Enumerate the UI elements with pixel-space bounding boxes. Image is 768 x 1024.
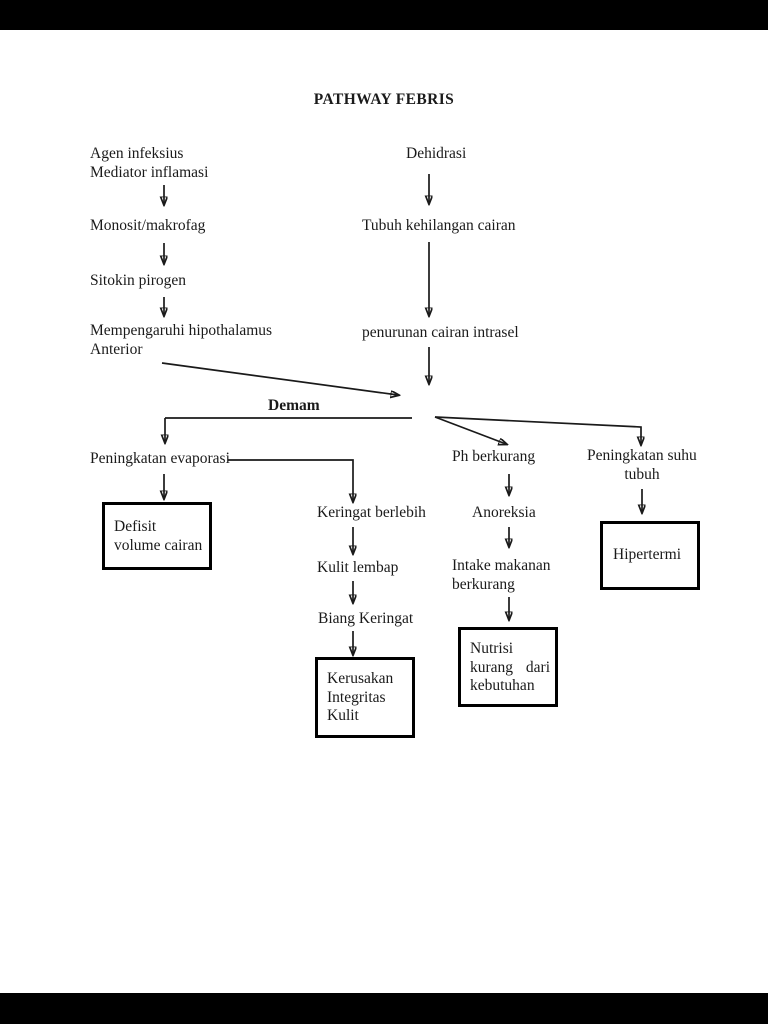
node-dehidrasi: Dehidrasi [406, 145, 467, 162]
node-intake-makanan: Intake makanan berkurang [452, 556, 551, 594]
box-defisit-line1: Defisit [114, 518, 157, 535]
letterbox-bottom [0, 993, 768, 1024]
node-tubuh-kehilangan-cairan: Tubuh kehilangan cairan [362, 217, 516, 234]
box-nutrisi-line2: kurang dari [470, 658, 551, 676]
arrow-anterior-to-demam [161, 362, 398, 395]
box-hipertermi: Hipertermi [600, 521, 700, 590]
box-hipertermi-label: Hipertermi [613, 546, 682, 564]
box-nutrisi-kurang-dari-kebutuhan: Nutrisi kurang dari kebutuhan [458, 627, 558, 707]
node-anoreksia: Anoreksia [472, 504, 536, 521]
node-kulit-lembap: Kulit lembap [317, 559, 399, 576]
node-agen-infeksius: Agen infeksius Mediator inflamasi [90, 144, 208, 182]
arrow-evaporasi-to-keringat [228, 459, 353, 501]
node-intake-makanan-line1: Intake makanan [452, 557, 551, 574]
box-kerusakan-line2: Integritas [327, 688, 386, 706]
node-demam: Demam [268, 397, 320, 414]
node-hipothalamus: Mempengaruhi hipothalamus Anterior [90, 321, 272, 359]
box-kerusakan-integritas-kulit: Kerusakan Integritas Kulit [315, 657, 415, 738]
node-intake-makanan-line2: berkurang [452, 576, 515, 593]
arrow-demam-to-suhu [434, 416, 641, 444]
node-agen-infeksius-line2: Mediator inflamasi [90, 164, 209, 181]
page-title: PATHWAY FEBRIS [313, 91, 455, 108]
node-ph-berkurang: Ph berkurang [452, 448, 536, 465]
node-hipothalamus-line1: Mempengaruhi hipothalamus [90, 322, 273, 339]
node-peningkatan-suhu-tubuh: Peningkatan suhu tubuh [587, 446, 697, 484]
box-nutrisi-line1: Nutrisi [470, 640, 514, 657]
node-peningkatan-evaporasi: Peningkatan evaporasi [90, 450, 230, 467]
node-monosit-makrofag: Monosit/makrofag [90, 217, 206, 234]
box-kerusakan-line3: Kulit [327, 707, 359, 724]
node-peningkatan-suhu-line1: Peningkatan suhu [587, 447, 697, 464]
box-defisit-volume-cairan: Defisit volume cairan [102, 502, 212, 570]
node-peningkatan-suhu-line2: tubuh [624, 466, 660, 483]
letterbox-top [0, 0, 768, 30]
box-nutrisi-line3: kebutuhan [470, 677, 535, 694]
node-agen-infeksius-line1: Agen infeksius [90, 145, 184, 162]
node-penurunan-cairan-intrasel: penurunan cairan intrasel [362, 324, 519, 341]
node-hipothalamus-line2: Anterior [90, 341, 143, 358]
node-sitokin-pirogen: Sitokin pirogen [90, 272, 187, 289]
node-biang-keringat: Biang Keringat [318, 610, 414, 627]
arrow-demam-to-ph [434, 416, 506, 444]
node-keringat-berlebih: Keringat berlebih [317, 504, 426, 521]
box-defisit-line2: volume cairan [114, 536, 203, 554]
box-kerusakan-line1: Kerusakan [327, 670, 394, 687]
